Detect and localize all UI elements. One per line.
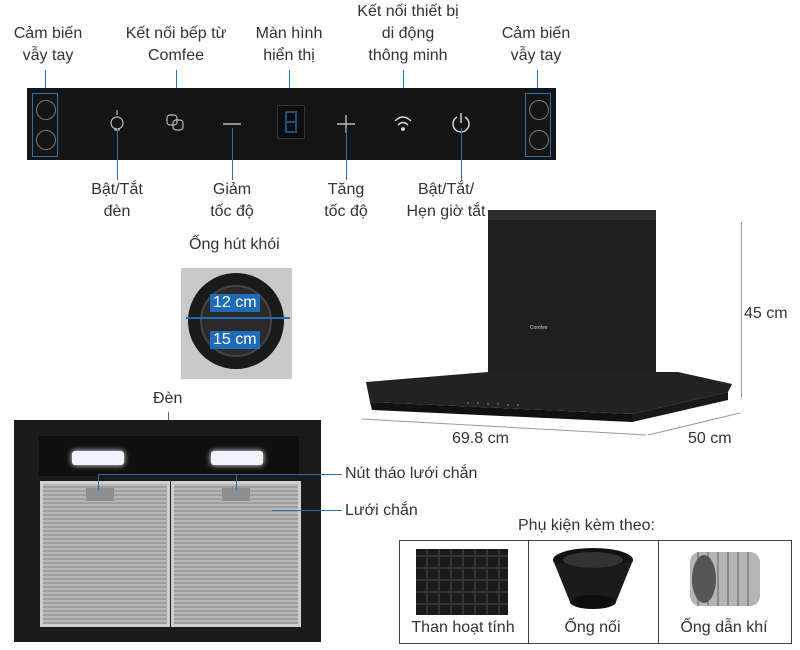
hood-canopy bbox=[366, 372, 732, 422]
digit-8-icon bbox=[285, 111, 297, 133]
duct-pipe-image bbox=[690, 552, 760, 606]
connector-speed-up bbox=[346, 128, 347, 180]
connector-filter bbox=[272, 510, 342, 511]
carbon-filter-grid bbox=[416, 549, 508, 615]
lamp-right bbox=[211, 451, 263, 465]
sensor-right bbox=[525, 93, 551, 157]
sensor-left bbox=[32, 93, 58, 157]
tube-inner-size: 12 cm bbox=[210, 294, 260, 312]
accessory-duct-box bbox=[658, 540, 792, 644]
hood-chimney bbox=[488, 210, 656, 386]
light-icon bbox=[110, 110, 124, 131]
connector-sensor-right bbox=[537, 70, 538, 94]
light-label: Đèn bbox=[153, 390, 183, 407]
height-dim-line bbox=[741, 222, 742, 398]
connector-release bbox=[98, 474, 342, 475]
tube-dimension-line bbox=[186, 317, 290, 319]
hob-link-icon bbox=[166, 114, 184, 131]
accessory-label-carbon: Than hoạt tính bbox=[411, 619, 515, 636]
lamp-left bbox=[72, 451, 124, 465]
wifi-icon bbox=[394, 116, 412, 131]
accessory-label-duct: Ống dẫn khí bbox=[680, 619, 768, 636]
tube-outer-size: 15 cm bbox=[210, 331, 260, 349]
tube-title: Ống hút khói bbox=[189, 236, 280, 253]
height-label: 45 cm bbox=[744, 305, 788, 322]
connector-speed-down bbox=[232, 128, 233, 180]
accessories-title: Phụ kiện kèm theo: bbox=[518, 517, 655, 534]
connector-sensor-left bbox=[45, 70, 46, 94]
connector-release-left bbox=[98, 474, 99, 490]
release-label: Nút tháo lưới chắn bbox=[345, 465, 478, 482]
display-screen bbox=[277, 105, 305, 139]
depth-label: 50 cm bbox=[688, 430, 732, 447]
pipe-connector-image bbox=[553, 548, 633, 609]
filter-right bbox=[171, 481, 301, 627]
hood-chimney-top bbox=[488, 210, 656, 220]
filter-tab-right bbox=[222, 488, 250, 501]
hood-brand: Comfee bbox=[530, 325, 548, 331]
filter-label: Lưới chắn bbox=[345, 502, 418, 519]
filter-left bbox=[40, 481, 170, 627]
width-label: 69.8 cm bbox=[452, 430, 509, 447]
connector-light bbox=[117, 128, 118, 180]
connector-power bbox=[461, 128, 462, 180]
accessory-label-connector: Ống nối bbox=[564, 619, 621, 636]
connector-release-right bbox=[236, 474, 237, 490]
filter-tab-left bbox=[86, 488, 114, 501]
label-power-timer: Bật/Tắt/Hẹn giờ tắt bbox=[406, 181, 486, 220]
width-depth-dim bbox=[361, 412, 741, 436]
